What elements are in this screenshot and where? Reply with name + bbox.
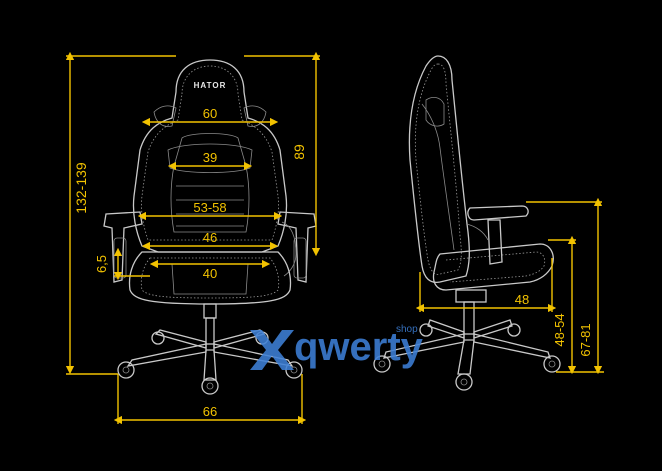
watermark-x-icon (250, 330, 294, 370)
side-caster-right (543, 355, 561, 373)
front-center-panel (170, 133, 250, 233)
side-backrest-stitch (414, 63, 462, 275)
front-base-leg-left (126, 343, 207, 367)
dim-label-back-height: 89 (291, 144, 307, 160)
front-gas-lift (205, 317, 215, 345)
dim-label-base-width: 66 (203, 404, 217, 419)
side-armrest-bracket (465, 223, 489, 241)
front-armrest-left-post (113, 237, 127, 279)
side-caster-back-left (419, 323, 433, 337)
side-caster-back-right (507, 323, 521, 337)
front-caster-front (201, 377, 219, 395)
dim-label-armrest-height: 67-81 (578, 323, 593, 356)
dim-label-armrest-span: 53-58 (193, 200, 226, 215)
side-seat-mechanism (455, 289, 487, 303)
front-caster-back-left (151, 331, 165, 345)
dim-label-lumbar-width: 39 (203, 150, 217, 165)
brand-logo: HATOR (194, 81, 227, 90)
side-caster-left (373, 355, 391, 373)
dim-label-seat-height: 48-54 (552, 313, 567, 346)
dim-label-seat-depth: 48 (515, 292, 529, 307)
dim-label-seat-back-width: 46 (203, 230, 217, 245)
side-seat-cushion (432, 243, 554, 291)
side-gas-lift (463, 301, 475, 335)
watermark: qwerty shop (250, 324, 424, 370)
side-backrest-outline (408, 55, 470, 284)
dim-label-total-height: 132-139 (73, 162, 89, 214)
side-base-leg-left (383, 333, 465, 359)
side-backrest-panel (421, 103, 455, 251)
front-base-leg-front (203, 349, 217, 381)
dim-label-shoulder-width: 60 (203, 106, 217, 121)
side-base-leg-back-left (427, 319, 465, 339)
side-armrest-post (487, 219, 503, 265)
front-seat-mechanism (203, 303, 217, 319)
side-caster-front (455, 373, 473, 391)
side-seat-stitch (445, 251, 546, 283)
side-base-leg-right (473, 333, 551, 359)
side-head-pad (425, 96, 445, 127)
side-view-chair (373, 55, 561, 391)
dim-label-seat-thickness: 6,5 (94, 255, 109, 273)
side-dimensions: 48 48-54 67-81 (415, 197, 604, 375)
front-dimensions: 132-139 89 60 39 53-58 46 40 6,5 66 (65, 51, 321, 425)
watermark-text: qwerty (294, 325, 424, 369)
side-armrest-pad (467, 205, 529, 221)
side-base-leg-back-right (473, 319, 513, 339)
front-backrest-stitch (141, 65, 279, 241)
front-caster-left (117, 361, 135, 379)
dim-label-seat-width: 40 (203, 266, 217, 281)
side-base-leg-front (457, 339, 475, 375)
front-backrest-outline (132, 59, 288, 253)
watermark-suffix: shop (396, 324, 418, 335)
front-base-leg-back-left (154, 329, 207, 349)
front-armrest-right-post (293, 237, 307, 279)
front-armrest-left (103, 211, 143, 283)
